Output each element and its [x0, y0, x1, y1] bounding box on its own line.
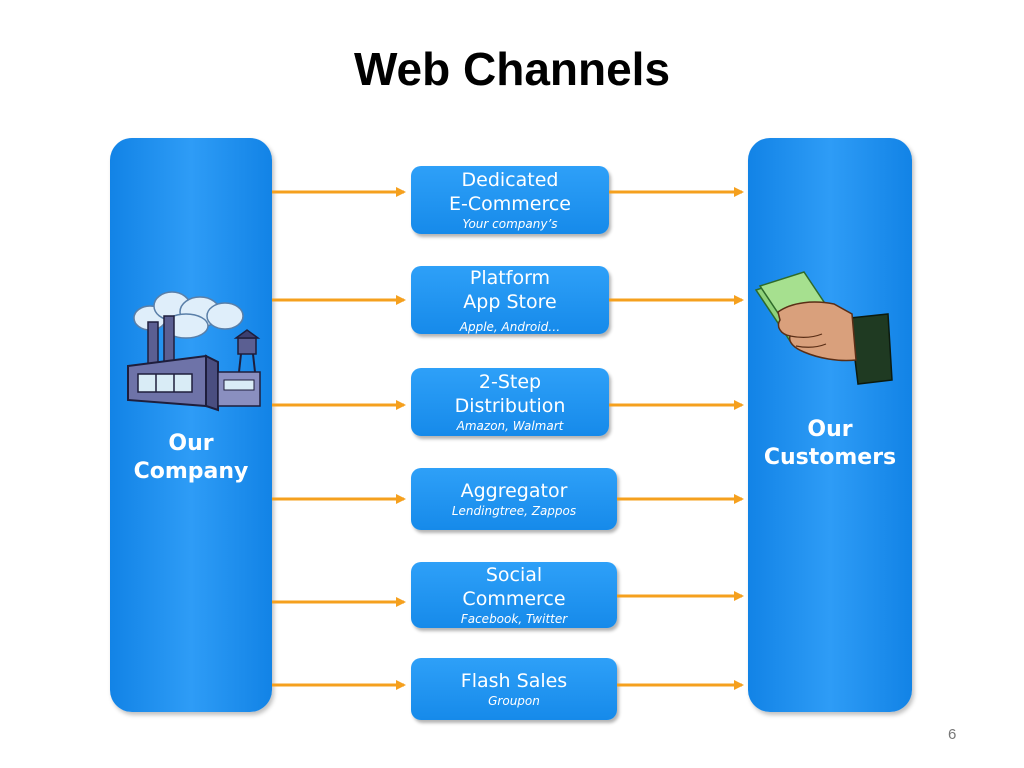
company-label: Our Company: [110, 430, 272, 486]
channel-name-line2: Distribution: [454, 395, 566, 417]
channel-name-line1: Flash Sales: [460, 670, 568, 692]
customers-pillar: Our Customers: [748, 138, 912, 712]
channel-flash-sales: Flash Sales Groupon: [411, 658, 617, 720]
company-pillar: Our Company: [110, 138, 272, 712]
channel-name-line1: Aggregator: [460, 480, 568, 502]
page-number: 6: [948, 726, 957, 743]
channel-name-line1: Social: [485, 564, 543, 586]
factory-icon: [127, 291, 261, 412]
slide-title: Web Channels: [353, 43, 671, 95]
channel-examples: Apple, Android…: [459, 319, 561, 334]
company-label-line1: Our: [168, 431, 214, 456]
channel-name-line2: Commerce: [462, 588, 566, 610]
hand-with-money-icon: [754, 271, 893, 385]
channel-aggregator: Aggregator Lendingtree, Zappos: [411, 468, 617, 530]
channel-examples: Your company’s: [462, 217, 558, 231]
customers-label-line1: Our: [807, 417, 853, 442]
channel-name-line2: E-Commerce: [449, 193, 571, 215]
channel-examples: Lendingtree, Zappos: [451, 504, 577, 518]
channel-examples: Facebook, Twitter: [460, 612, 568, 626]
channel-name-line2: App Store: [463, 290, 557, 313]
customers-label: Our Customers: [748, 416, 912, 472]
channel-examples: Groupon: [488, 694, 540, 708]
company-label-line2: Company: [133, 459, 249, 484]
customers-label-line2: Customers: [763, 445, 897, 470]
channel-examples: Amazon, Walmart: [456, 419, 564, 433]
channel-name-line1: Platform: [469, 266, 551, 289]
channel-name-line1: 2-Step: [478, 371, 542, 393]
channel-name-line1: Dedicated: [461, 169, 559, 191]
